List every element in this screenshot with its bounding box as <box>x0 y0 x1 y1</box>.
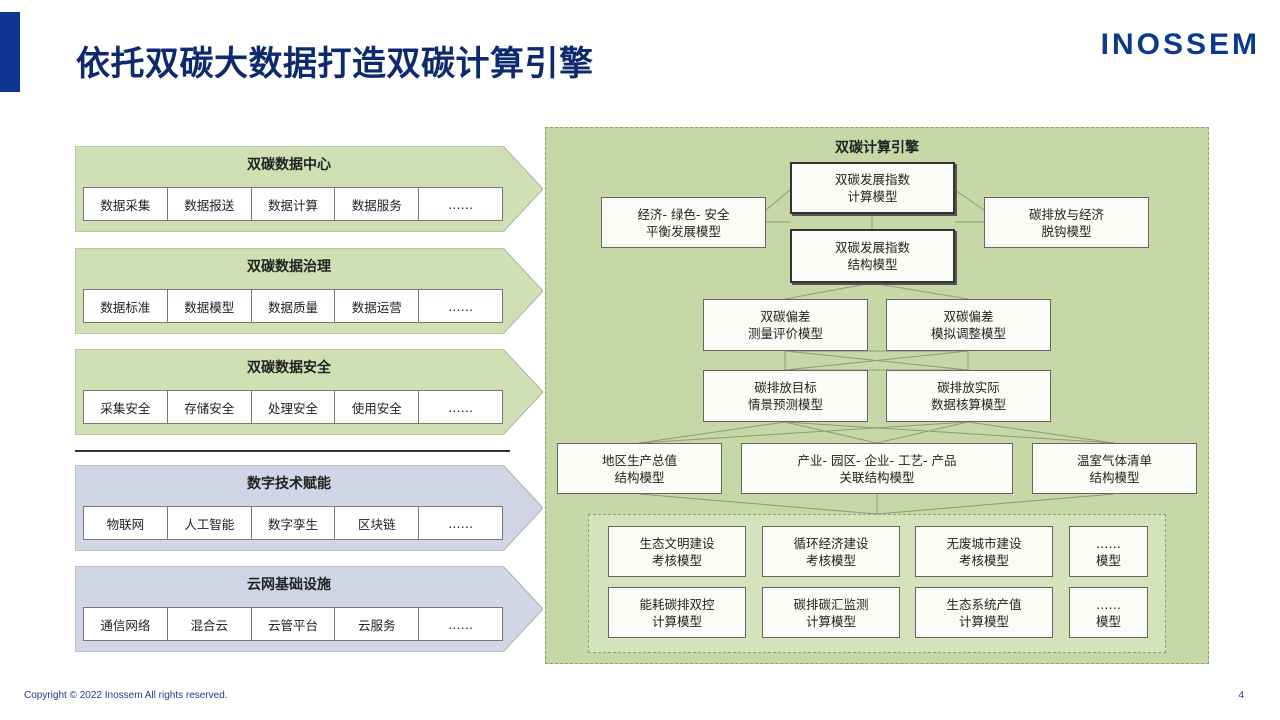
page-number: 4 <box>1238 690 1244 701</box>
platform-item: 云服务 <box>335 608 420 640</box>
platform-item-row: 采集安全存储安全处理安全使用安全 …… <box>83 390 503 424</box>
platform-item: 存储安全 <box>168 391 252 423</box>
platform-item: 采集安全 <box>84 391 168 423</box>
platform-item: 混合云 <box>168 608 252 640</box>
section-divider <box>75 450 510 452</box>
platform-block: 数字技术赋能物联网人工智能数字孪生区块链 …… <box>75 465 543 551</box>
platform-block-title: 双碳数据安全 <box>247 360 331 376</box>
accent-bar <box>0 12 20 92</box>
engine-title: 双碳计算引擎 <box>835 140 919 156</box>
circular-economy-model: 循环经济建设 考核模型 <box>762 526 900 577</box>
actual-accounting-model: 碳排放实际 数据核算模型 <box>886 370 1051 422</box>
ghg-inventory-model: 温室气体清单 结构模型 <box>1032 443 1197 494</box>
platform-block-title: 数字技术赋能 <box>247 476 331 492</box>
platform-item: 处理安全 <box>252 391 336 423</box>
eco-civilization-model: 生态文明建设 考核模型 <box>608 526 746 577</box>
platform-item: 数据标准 <box>84 290 168 322</box>
energy-dual-control-model: 能耗碳排双控 计算模型 <box>608 587 746 638</box>
econ-green-safe-model: 经济- 绿色- 安全 平衡发展模型 <box>601 197 766 248</box>
page-title: 依托双碳大数据打造双碳计算引擎 <box>76 44 594 84</box>
target-scenario-model: 碳排放目标 情景预测模型 <box>703 370 868 422</box>
platform-block: 双碳数据安全采集安全存储安全处理安全使用安全 …… <box>75 349 543 435</box>
copyright: Copyright © 2022 Inossem All rights rese… <box>24 690 228 701</box>
regional-gdp-model: 地区生产总值 结构模型 <box>557 443 722 494</box>
more-models-1: …… 模型 <box>1069 526 1148 577</box>
platform-item: 数据计算 <box>252 188 336 220</box>
more-models-2: …… 模型 <box>1069 587 1148 638</box>
industry-link-model: 产业- 园区- 企业- 工艺- 产品 关联结构模型 <box>741 443 1013 494</box>
platform-item: 通信网络 <box>84 608 168 640</box>
eco-value-model: 生态系统产值 计算模型 <box>915 587 1053 638</box>
inossem-logo: INOSSEM <box>1100 28 1260 61</box>
platform-block: 双碳数据治理数据标准数据模型数据质量数据运营 …… <box>75 248 543 334</box>
platform-item: 云管平台 <box>252 608 336 640</box>
platform-item: 人工智能 <box>168 507 252 539</box>
platform-item-row: 物联网人工智能数字孪生区块链 …… <box>83 506 503 540</box>
platform-item: …… <box>448 515 474 531</box>
dev-index-calc-model: 双碳发展指数 计算模型 <box>790 162 955 214</box>
zero-waste-city-model: 无废城市建设 考核模型 <box>915 526 1053 577</box>
decoupling-model: 碳排放与经济 脱钩模型 <box>984 197 1149 248</box>
platform-block-title: 云网基础设施 <box>247 577 331 593</box>
platform-item: 数据模型 <box>168 290 252 322</box>
platform-item: 数据服务 <box>335 188 420 220</box>
deviation-adjust-model: 双碳偏差 模拟调整模型 <box>886 299 1051 351</box>
platform-item-row: 通信网络混合云云管平台云服务 …… <box>83 607 503 641</box>
platform-item: 数字孪生 <box>252 507 336 539</box>
platform-item: …… <box>448 196 474 212</box>
platform-item: 数据运营 <box>335 290 420 322</box>
platform-item: 数据质量 <box>252 290 336 322</box>
platform-block-title: 双碳数据治理 <box>247 259 331 275</box>
platform-item: 物联网 <box>84 507 168 539</box>
platform-item: …… <box>448 616 474 632</box>
platform-item-row: 数据标准数据模型数据质量数据运营 …… <box>83 289 503 323</box>
platform-item: 数据报送 <box>168 188 252 220</box>
platform-item-row: 数据采集数据报送数据计算数据服务 …… <box>83 187 503 221</box>
platform-item: 使用安全 <box>335 391 420 423</box>
platform-block: 双碳数据中心数据采集数据报送数据计算数据服务 …… <box>75 146 543 232</box>
deviation-measure-model: 双碳偏差 测量评价模型 <box>703 299 868 351</box>
platform-block: 云网基础设施通信网络混合云云管平台云服务 …… <box>75 566 543 652</box>
dev-index-struct-model: 双碳发展指数 结构模型 <box>790 229 955 283</box>
platform-item: …… <box>448 399 474 415</box>
platform-item: 区块链 <box>335 507 420 539</box>
platform-item: …… <box>448 298 474 314</box>
platform-block-title: 双碳数据中心 <box>247 157 331 173</box>
platform-item: 数据采集 <box>84 188 168 220</box>
sink-monitor-model: 碳排碳汇监测 计算模型 <box>762 587 900 638</box>
